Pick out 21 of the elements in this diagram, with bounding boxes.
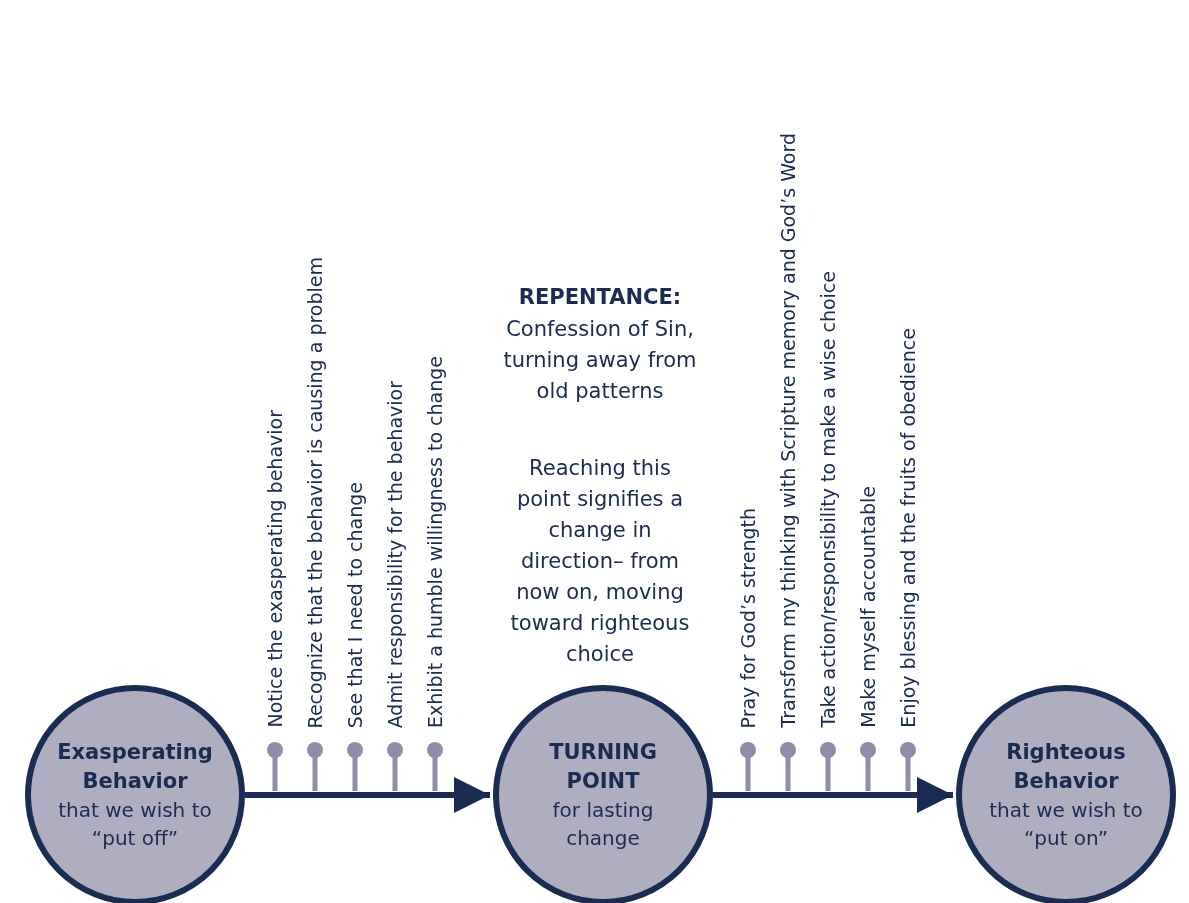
arrow <box>713 777 953 813</box>
arrow <box>245 777 490 813</box>
section-heading: REPENTANCE: <box>517 284 683 311</box>
step-label: See that I need to change <box>343 481 367 728</box>
step-label: Recognize that the behavior is causing a problem <box>303 256 327 728</box>
stage-title: Righteous Behavior <box>1005 738 1127 795</box>
stage-description: for lasting change <box>551 797 655 853</box>
step-label: Exhibit a humble willingness to change <box>423 355 447 728</box>
step-label: Notice the exasperating behavior <box>263 410 287 728</box>
step-label: Make myself accountable <box>856 486 880 728</box>
stage-description: that we wish to “put on” <box>988 797 1144 853</box>
step-label: Take action/responsibility to make a wise choice <box>816 271 840 728</box>
description-text: Confession of Sin, turning away from old patterns <box>502 316 698 405</box>
step-label: Admit responsibility for the behavior <box>383 380 407 728</box>
description-text: Reaching this point signifies a change in direction– from now on, moving toward righteous choice <box>509 455 691 668</box>
stage-title: TURNING POINT <box>548 738 658 795</box>
stage-description: that we wish to “put off” <box>57 797 213 853</box>
step-label: Transform my thinking with Scripture memory and God’s Word <box>776 133 800 728</box>
step-label: Pray for God’s strength <box>736 507 760 728</box>
stage-title: Exasperating Behavior <box>56 738 214 795</box>
step-label: Enjoy blessing and the fruits of obedience <box>896 328 920 728</box>
